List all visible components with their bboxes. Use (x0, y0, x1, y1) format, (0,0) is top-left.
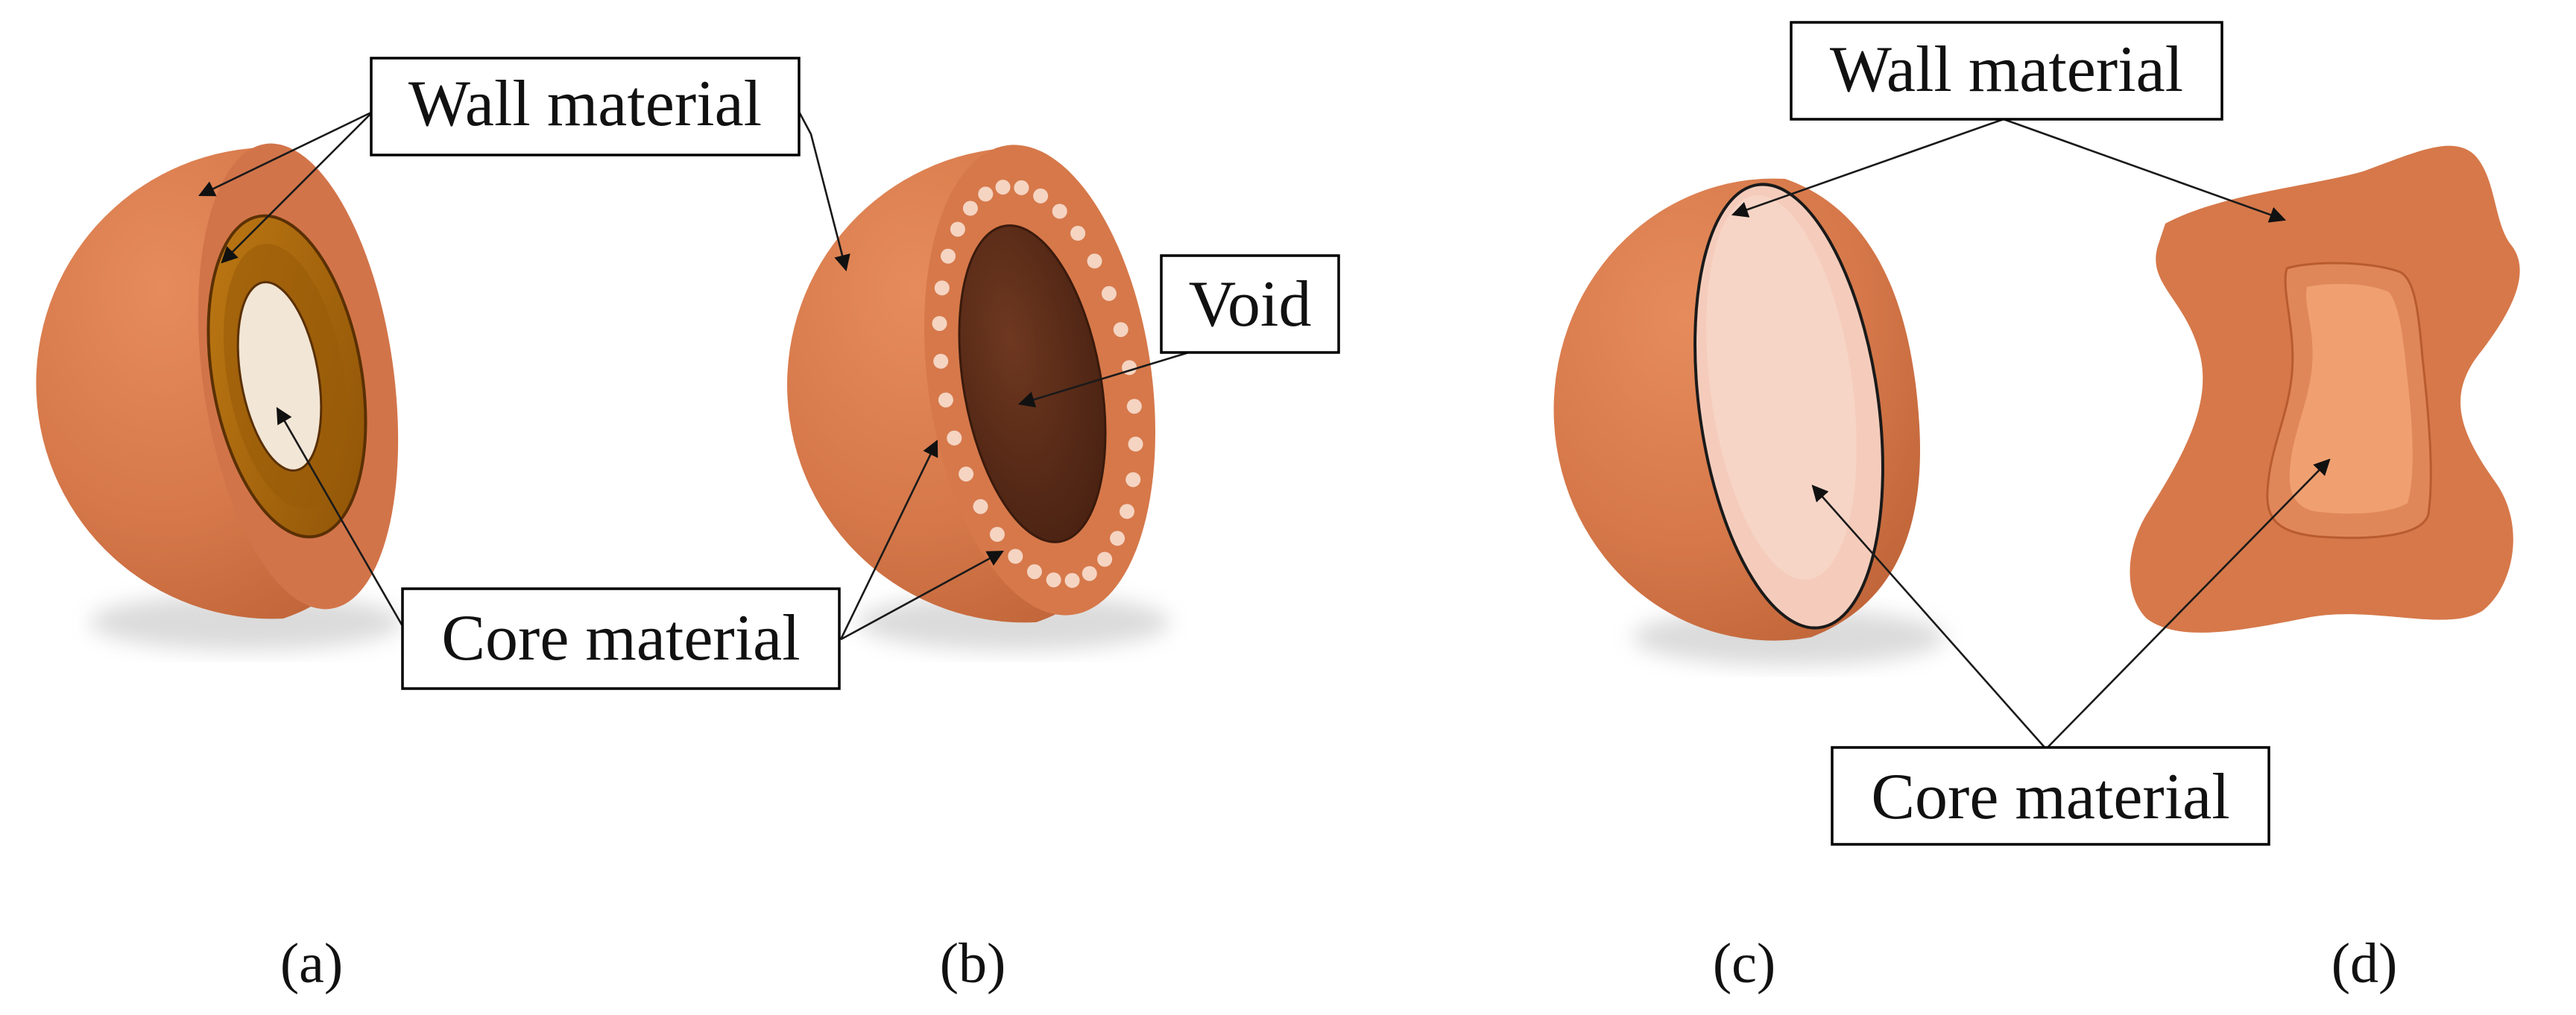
arrow-core-to-b-bottom (840, 550, 1004, 641)
wall-material-text-left: Wall material (408, 68, 762, 140)
core-highlight-c (1706, 195, 1857, 580)
wall-material-text-right: Wall material (1830, 34, 2183, 106)
pore (933, 353, 949, 369)
label-core-material-right: Core material (1831, 746, 2270, 846)
capsule-b (787, 145, 1170, 651)
pore (1097, 551, 1113, 567)
pore (1113, 322, 1128, 338)
pore (947, 430, 962, 446)
arrow-wall-to-c (1731, 118, 2004, 218)
pore (1101, 285, 1117, 301)
core-a (236, 281, 323, 472)
pore (1087, 253, 1102, 269)
arrow-wall-to-d (2003, 118, 2287, 223)
arrow-core-from-a (276, 407, 404, 627)
pore (934, 280, 950, 296)
pore (1026, 564, 1042, 580)
pore (932, 316, 947, 332)
void-b (958, 224, 1107, 543)
pore (1126, 472, 1141, 487)
arrow-void (1017, 350, 1192, 408)
pore (1120, 504, 1134, 519)
void-text: Void (1189, 268, 1312, 341)
panel-label-c: (c) (1713, 932, 1775, 995)
pore (1064, 572, 1080, 588)
panel-label-d: (d) (2332, 932, 2398, 995)
arrow-core-to-b-left (839, 440, 938, 640)
pore (978, 186, 994, 202)
pore (959, 467, 974, 482)
arrow-wall-to-a-ring (221, 111, 373, 264)
pore (1070, 226, 1086, 241)
pore (1014, 180, 1029, 195)
pore (941, 248, 956, 264)
pore (1033, 188, 1049, 203)
arrow-core-to-d (2045, 458, 2331, 750)
core-material-text-right: Core material (1871, 761, 2229, 833)
pores-b (932, 180, 1143, 588)
pore (1128, 436, 1143, 452)
pore (995, 180, 1011, 195)
pore (962, 200, 978, 216)
pore (1126, 399, 1142, 414)
pore (1110, 531, 1126, 546)
label-void: Void (1160, 254, 1340, 354)
arrows (198, 110, 2331, 750)
pore (1046, 572, 1061, 588)
pore (950, 221, 965, 237)
pore (1008, 548, 1023, 564)
panel-label-a: (a) (280, 932, 343, 995)
arrow-wall-to-b-shell (798, 111, 850, 272)
pore (989, 527, 1005, 542)
capsule-a (36, 143, 402, 651)
panel-label-b: (b) (940, 932, 1006, 995)
arrow-core-to-c (1811, 484, 2047, 750)
label-wall-material-right: Wall material (1790, 21, 2223, 121)
arrow-wall-to-a-shell (198, 110, 373, 197)
core-d (2289, 283, 2413, 514)
core-material-text-left: Core material (441, 602, 800, 674)
pore (1082, 566, 1097, 581)
pore (1052, 203, 1067, 219)
capsule-c (1553, 178, 1945, 665)
label-core-material-left: Core material (401, 587, 841, 690)
pore (938, 392, 953, 408)
label-wall-material-left: Wall material (370, 57, 801, 156)
pore (973, 499, 988, 514)
capsule-d (2130, 145, 2520, 633)
